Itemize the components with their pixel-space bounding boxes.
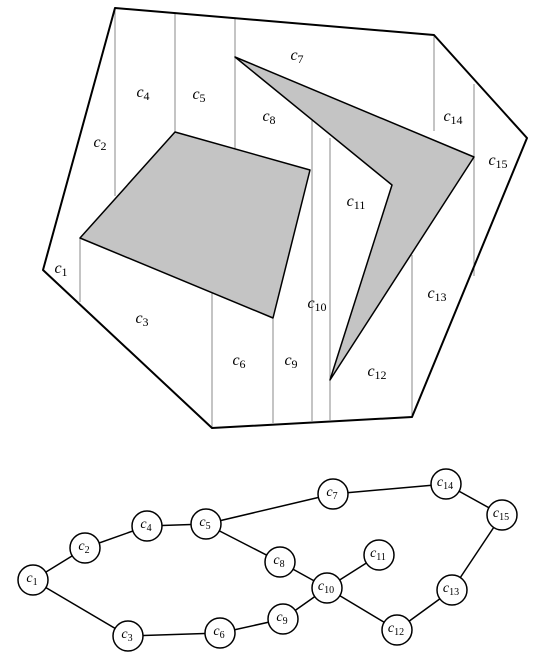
- graph-node-circle: [17, 564, 49, 596]
- graph-node-label-c6: c6: [213, 624, 224, 641]
- graph-edge-c5-c7: [205, 493, 334, 525]
- cell-label-c5: c5: [192, 86, 205, 106]
- graph-node-label-c12: c12: [388, 621, 404, 638]
- cell-label-c2: c2: [93, 134, 106, 154]
- graph-node-label-c10: c10: [318, 579, 334, 596]
- graph-node-c13: c13: [436, 574, 468, 606]
- graph-edge-c3-c1: [32, 579, 129, 637]
- graph-node-circle: [363, 539, 395, 571]
- cell-label-c3: c3: [135, 310, 148, 330]
- cell-label-c10: c10: [307, 295, 326, 315]
- cell-label-c12: c12: [367, 363, 386, 383]
- obstacle-arrow: [234, 56, 475, 381]
- graph-node-label-c9: c9: [276, 610, 287, 627]
- graph-node-c7: c7: [317, 478, 349, 510]
- graph-node-circle: [381, 614, 413, 646]
- cell-label-c1: c1: [54, 260, 67, 280]
- graph-node-c2: c2: [69, 532, 101, 564]
- graph-node-circle: [430, 468, 462, 500]
- workspace-boundary: [42, 7, 528, 429]
- graph-node-circle: [317, 478, 349, 510]
- graph-node-label-c7: c7: [326, 485, 337, 502]
- graph-node-circle: [204, 617, 236, 649]
- graph-node-circle: [112, 620, 144, 652]
- cell-label-c6: c6: [232, 352, 245, 372]
- graph-node-circle: [264, 546, 296, 578]
- graph-node-label-c2: c2: [78, 539, 89, 556]
- graph-node-label-c8: c8: [273, 553, 284, 570]
- graph-node-label-c5: c5: [199, 515, 210, 532]
- cell-labels: c1 c2 c3 c4 c5 c6 c7 c8 c9 c10 c11 c12 c13 c14 c15: [54, 47, 507, 383]
- graph-node-c10: c10: [311, 572, 343, 604]
- graph-node-circle: [131, 510, 163, 542]
- graph-nodes: c1 c2 c3 c4 c5 c6 c7 c8 c9 c10 c11 c12 c13 c14 c15: [17, 468, 518, 652]
- cell-dividers: [79, 10, 475, 428]
- connectivity-graph: c1 c2 c3 c4 c5 c6 c7 c8 c9 c10 c11 c12 c13 c14 c15: [17, 468, 518, 652]
- graph-node-circle: [311, 572, 343, 604]
- graph-node-circle: [190, 508, 222, 540]
- graph-node-c9: c9: [267, 603, 299, 635]
- graph-node-c1: c1: [17, 564, 49, 596]
- graph-node-label-c4: c4: [140, 517, 151, 534]
- graph-node-label-c3: c3: [121, 627, 132, 644]
- graph-node-c15: c15: [486, 499, 518, 531]
- cell-label-c4: c4: [136, 84, 149, 104]
- graph-node-c3: c3: [112, 620, 144, 652]
- cell-label-c7: c7: [290, 47, 303, 67]
- graph-node-c12: c12: [381, 614, 413, 646]
- cell-label-c9: c9: [284, 352, 297, 372]
- graph-node-c8: c8: [264, 546, 296, 578]
- cell-label-c14: c14: [443, 108, 462, 128]
- graph-node-c14: c14: [430, 468, 462, 500]
- cell-decomposition: c1 c2 c3 c4 c5 c6 c7 c8 c9 c10 c11 c12 c13 c14 c15: [42, 7, 528, 429]
- graph-node-c6: c6: [204, 617, 236, 649]
- cell-label-c15: c15: [488, 152, 507, 172]
- graph-node-c11: c11: [363, 539, 395, 571]
- graph-node-circle: [267, 603, 299, 635]
- graph-edge-c7-c14: [332, 483, 447, 495]
- graph-node-label-c1: c1: [26, 571, 37, 588]
- graph-node-label-c11: c11: [370, 546, 386, 563]
- graph-node-label-c13: c13: [443, 581, 459, 598]
- graph-node-c5: c5: [190, 508, 222, 540]
- cell-label-c13: c13: [427, 285, 446, 305]
- obstacle-quadrilateral: [79, 131, 311, 319]
- graph-node-c4: c4: [131, 510, 163, 542]
- cell-label-c8: c8: [262, 108, 275, 128]
- graph-node-circle: [436, 574, 468, 606]
- graph-node-label-c15: c15: [493, 506, 509, 523]
- graph-node-circle: [486, 499, 518, 531]
- cell-label-c11: c11: [347, 193, 366, 213]
- graph-node-circle: [69, 532, 101, 564]
- graph-node-label-c14: c14: [437, 475, 453, 492]
